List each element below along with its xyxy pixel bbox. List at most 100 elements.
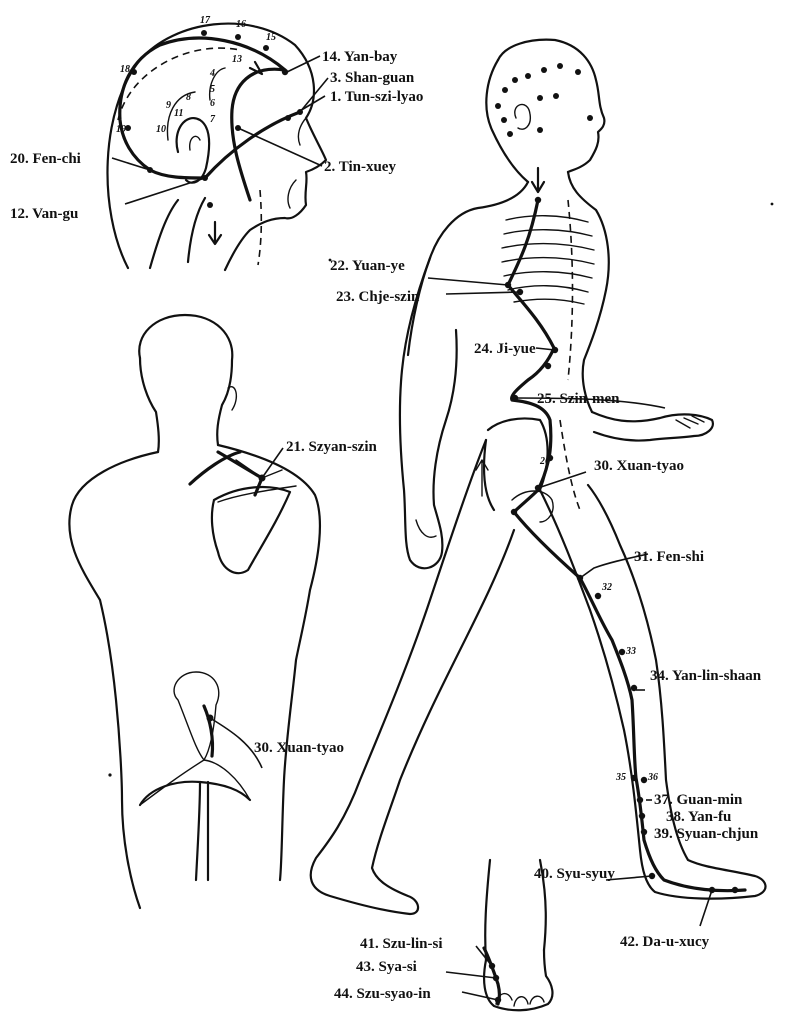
- walk-rear-toes: [496, 994, 544, 1006]
- label-43: 43. Sya-si: [356, 959, 417, 975]
- head-arrow-icon: [209, 222, 221, 244]
- neck-outline: [150, 198, 205, 268]
- walk-head-point: [507, 131, 513, 137]
- label-22: 22. Yuan-ye: [330, 258, 405, 274]
- label-31: 31. Fen-shi: [634, 549, 704, 565]
- back-torso-left: [69, 452, 158, 908]
- label-12: 12. Van-gu: [10, 206, 78, 222]
- leader-42: [700, 890, 712, 926]
- walk-head-back: [486, 60, 528, 182]
- walk-leaders: [428, 278, 712, 1000]
- label-14: 14. Yan-bay: [322, 49, 398, 65]
- leader-2: [238, 128, 322, 166]
- point-39: [641, 829, 647, 835]
- leader-43: [446, 972, 496, 978]
- point-38: [639, 813, 645, 819]
- point-15: [263, 45, 269, 51]
- label-24: 24. Ji-yue: [474, 341, 536, 357]
- scan-speck: [771, 203, 774, 206]
- leader-44: [462, 992, 498, 1000]
- head-arrow-icon-2: [250, 62, 262, 74]
- num-35: 35: [615, 772, 626, 783]
- label-41: 41. Szu-lin-si: [360, 936, 443, 952]
- num-36: 36: [647, 772, 658, 783]
- head-meridian-inner: [167, 68, 225, 140]
- walk-head-point: [495, 103, 501, 109]
- num-18: 18: [120, 64, 130, 75]
- walk-head-points: [495, 63, 593, 137]
- label-1: 1. Tun-szi-lyao: [330, 89, 423, 105]
- label-25: 25. Szin-men: [537, 391, 620, 407]
- back-head-left: [140, 358, 159, 452]
- label-34: 34. Yan-lin-shaan: [650, 668, 762, 684]
- num-7: 7: [210, 114, 216, 125]
- walking-figure: 26 32 33 35 36: [311, 40, 766, 1011]
- head-figure: 17 16 15 18 19 13 4 5 6 7 8 9 10 11: [107, 15, 326, 270]
- point-toe: [732, 887, 738, 893]
- walk-head-point: [501, 117, 507, 123]
- walk-head-point: [525, 73, 531, 79]
- point-32: [595, 593, 601, 599]
- label-3: 3. Shan-guan: [330, 70, 415, 86]
- back-head-outline: [139, 315, 232, 445]
- walk-head-point: [537, 127, 543, 133]
- point-neck: [207, 202, 213, 208]
- labels: 14. Yan-bay 3. Shan-guan 1. Tun-szi-lyao…: [10, 49, 762, 1002]
- leader-23: [446, 292, 520, 294]
- ear-outline: [177, 118, 210, 183]
- num-26: 26: [539, 456, 550, 467]
- walk-ear: [515, 104, 531, 129]
- label-42: 42. Da-u-xucy: [620, 934, 710, 950]
- gluteal-outline: [140, 782, 250, 880]
- label-39: 39. Syuan-chjun: [654, 826, 759, 842]
- walk-head-point: [575, 69, 581, 75]
- num-32: 32: [601, 582, 612, 593]
- num-17: 17: [200, 15, 211, 26]
- walk-head-outline: [498, 40, 604, 172]
- rib-cage: [502, 216, 594, 304]
- walk-front-arm: [592, 412, 713, 441]
- leader-14: [287, 56, 320, 72]
- walk-head-point: [553, 93, 559, 99]
- head-leaders: [112, 56, 328, 204]
- point-24b: [545, 363, 551, 369]
- num-8: 8: [186, 92, 191, 103]
- label-37: 37. Guan-min: [654, 792, 743, 808]
- num-15: 15: [266, 32, 276, 43]
- label-40: 40. Syu-syuy: [534, 866, 615, 882]
- point-16: [235, 34, 241, 40]
- point-35: [631, 775, 637, 781]
- scan-speck: [329, 259, 332, 262]
- label-30: 30. Xuan-tyao: [594, 458, 684, 474]
- num-19: 19: [116, 124, 126, 135]
- label-21: 21. Szyan-szin: [286, 439, 378, 455]
- ear-inner: [190, 136, 200, 150]
- back-torso-right: [218, 445, 320, 880]
- point-walk-shoulder: [535, 197, 541, 203]
- walk-back-arm-inner: [416, 520, 436, 537]
- face-detail: [288, 118, 306, 208]
- walk-hand-detail: [676, 416, 704, 428]
- walk-neck-arrow-icon: [532, 168, 544, 192]
- label-30-back: 30. Xuan-tyao: [254, 740, 344, 756]
- walk-head-point: [502, 87, 508, 93]
- label-23: 23. Chje-szin: [336, 289, 420, 305]
- walk-head-point: [512, 77, 518, 83]
- back-figure: [69, 315, 320, 908]
- leader-1: [288, 96, 325, 118]
- walk-meridian-path: [508, 200, 745, 891]
- num-33: 33: [625, 646, 636, 657]
- leader-22: [428, 278, 508, 285]
- walk-head-point: [587, 115, 593, 121]
- leader-12: [125, 178, 205, 204]
- walk-head-point: [537, 95, 543, 101]
- num-11: 11: [174, 108, 183, 119]
- label-38: 38. Yan-fu: [666, 809, 731, 825]
- point-17: [201, 30, 207, 36]
- scan-speck: [108, 773, 111, 776]
- num-16: 16: [236, 19, 246, 30]
- skull-dashed-line: [118, 48, 261, 265]
- label-2: 2. Tin-xuey: [324, 159, 396, 175]
